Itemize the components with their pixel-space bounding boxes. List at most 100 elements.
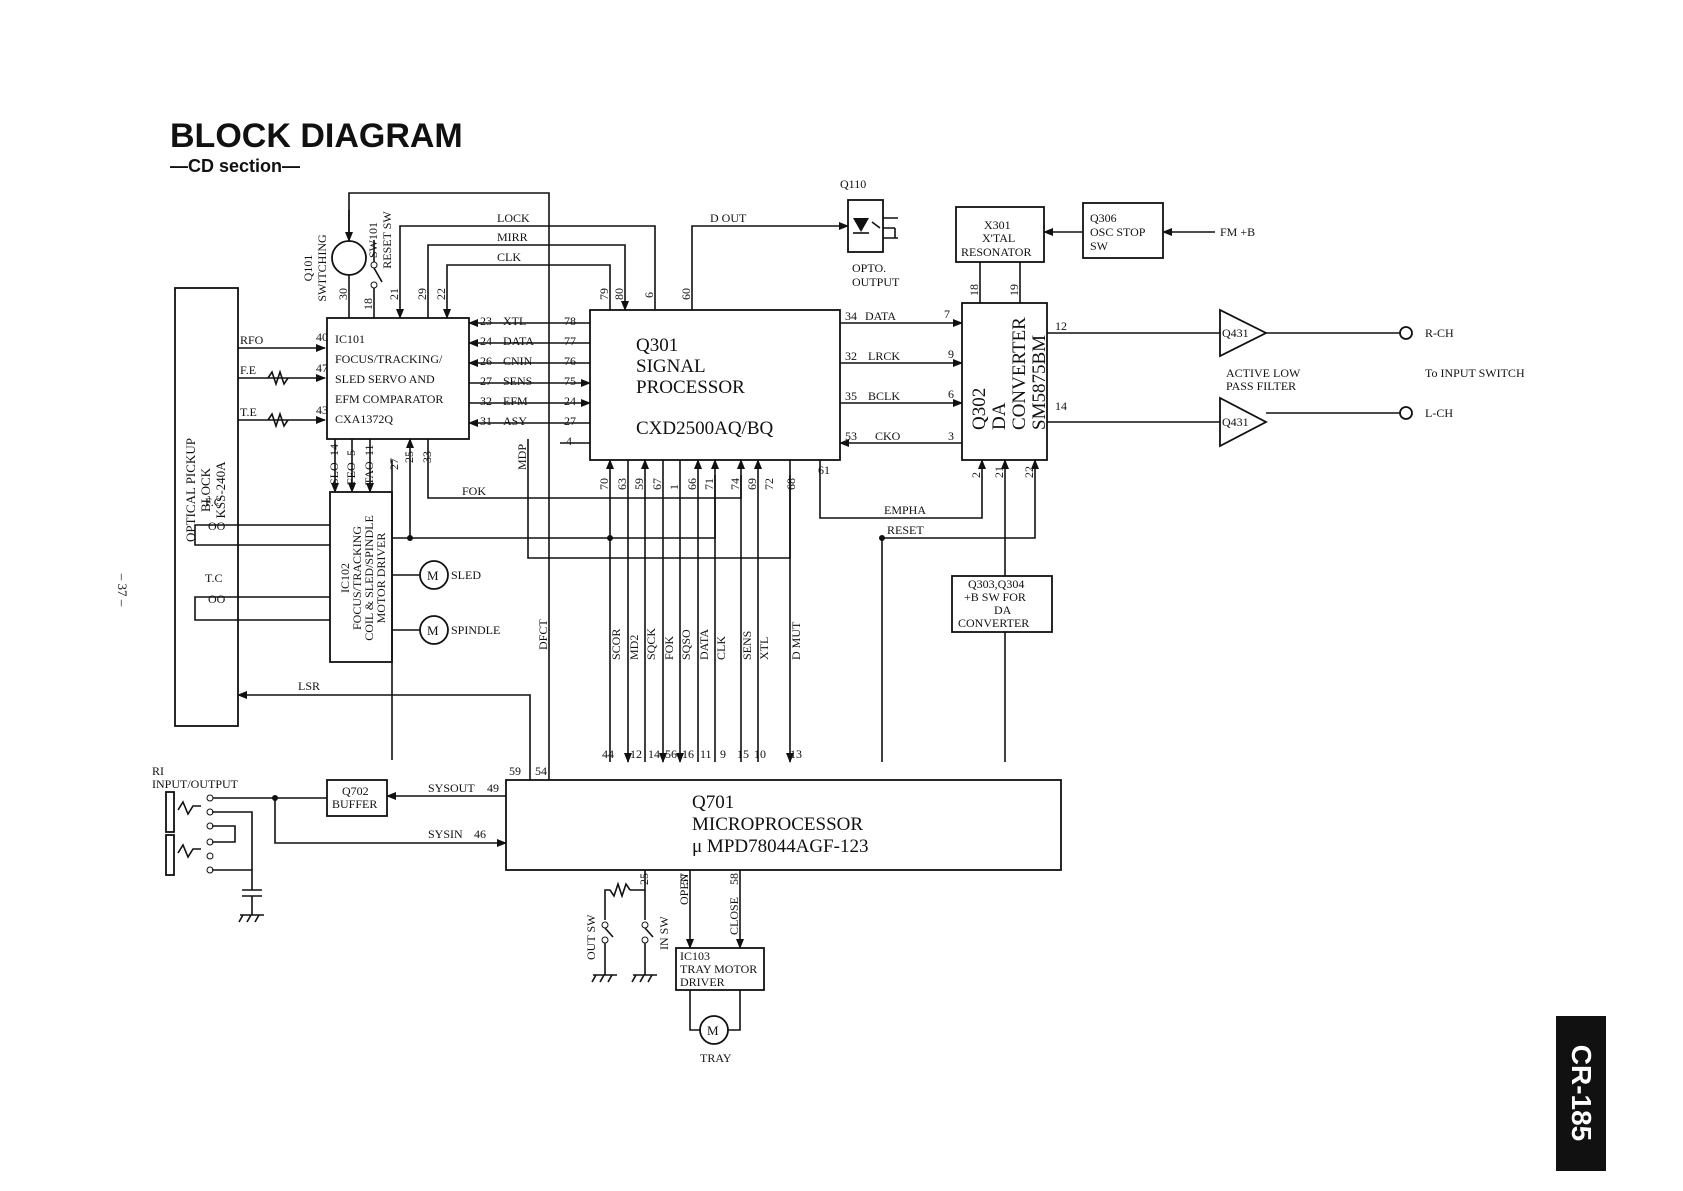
svg-text:2: 2 [969,472,983,478]
svg-text:12: 12 [630,747,642,761]
svg-text:SLED SERVO AND: SLED SERVO AND [335,372,435,386]
svg-text:Q303,Q304: Q303,Q304 [968,577,1024,591]
svg-text:21: 21 [387,288,401,300]
svg-text:14: 14 [648,747,660,761]
svg-text:LRCK: LRCK [868,349,900,363]
svg-text:EFM COMPARATOR: EFM COMPARATOR [335,392,443,406]
svg-text:DRIVER: DRIVER [680,975,725,989]
svg-text:CONVERTER: CONVERTER [1009,317,1030,430]
svg-text:SQCK: SQCK [644,628,658,660]
svg-text:IC101: IC101 [335,332,365,346]
svg-text:M: M [427,623,439,638]
svg-text:IC102: IC102 [338,563,352,593]
q110-opto-output: Q110 OPTO. OUTPUT [840,177,900,289]
svg-text:EMPHA: EMPHA [884,503,926,517]
svg-text:MIRR: MIRR [497,230,528,244]
svg-text:CXD2500AQ/BQ: CXD2500AQ/BQ [636,418,774,439]
svg-text:DA: DA [989,402,1010,430]
svg-text:CLOSE: CLOSE [727,897,741,935]
svg-text:CLK: CLK [497,250,521,264]
svg-text:MD2: MD2 [627,635,641,660]
svg-text:61: 61 [818,463,830,477]
svg-text:RI: RI [152,764,164,778]
svg-text:19: 19 [1007,284,1021,296]
svg-text:OPEN: OPEN [677,873,691,905]
svg-text:78: 78 [564,314,576,328]
svg-text:22: 22 [434,288,448,300]
svg-text:IN SW: IN SW [657,916,671,950]
svg-text:60: 60 [679,288,693,300]
svg-text:11: 11 [362,444,376,456]
ic103-block: IC103 TRAY MOTOR DRIVER [675,947,765,991]
svg-text:14: 14 [327,444,341,456]
svg-text:11: 11 [700,747,712,761]
svg-text:27: 27 [387,458,401,470]
svg-text:16: 16 [682,747,694,761]
svg-text:13: 13 [790,747,802,761]
svg-text:X301: X301 [984,218,1011,232]
svg-text:CNIN: CNIN [503,354,533,368]
svg-text:1: 1 [667,484,681,490]
svg-text:18: 18 [967,284,981,296]
svg-text:BCLK: BCLK [868,389,900,403]
svg-text:75: 75 [564,374,576,388]
svg-text:56: 56 [665,747,677,761]
svg-text:MICROPROCESSOR: MICROPROCESSOR [692,814,863,835]
svg-text:9: 9 [948,347,954,361]
svg-text:29: 29 [415,288,429,300]
svg-text:SYSOUT: SYSOUT [428,781,475,795]
svg-text:ACTIVE LOW: ACTIVE LOW [1226,366,1301,380]
svg-text:R-CH: R-CH [1425,326,1454,340]
svg-text:24: 24 [564,394,576,408]
svg-text:43: 43 [316,403,328,417]
svg-text:FOK: FOK [662,636,676,660]
svg-text:TAO: TAO [362,461,376,485]
svg-text:9: 9 [720,747,726,761]
svg-text:F.E: F.E [240,363,256,377]
svg-text:Q701: Q701 [692,792,734,813]
svg-text:TRAY MOTOR: TRAY MOTOR [680,962,757,976]
svg-text:59: 59 [632,478,646,490]
svg-text:6: 6 [948,387,954,401]
svg-text:47: 47 [316,361,328,375]
svg-text:80: 80 [612,288,626,300]
svg-text:OPTICAL PICKUP: OPTICAL PICKUP [183,438,198,542]
svg-text:MDP: MDP [515,444,529,470]
svg-text:40: 40 [316,330,328,344]
svg-text:F.C: F.C [205,495,222,509]
svg-text:Q110: Q110 [840,177,866,191]
svg-text:PROCESSOR: PROCESSOR [636,377,745,398]
svg-text:DFCT: DFCT [536,619,550,650]
svg-text:T.C: T.C [205,571,222,585]
svg-text:SYSIN: SYSIN [428,827,463,841]
svg-text:T.E: T.E [240,405,257,419]
svg-text:CXA1372Q: CXA1372Q [335,412,393,426]
svg-text:CKO: CKO [875,429,901,443]
svg-text:46: 46 [474,827,486,841]
q301-block: Q301 SIGNAL PROCESSOR CXD2500AQ/BQ [589,309,841,461]
svg-text:54: 54 [535,764,547,778]
svg-text:35: 35 [845,389,857,403]
svg-text:+B SW FOR: +B SW FOR [964,590,1026,604]
svg-text:10: 10 [754,747,766,761]
svg-text:SENS: SENS [503,374,532,388]
q306-block: Q306 OSC STOP SW [1082,202,1164,259]
svg-text:OUT SW: OUT SW [584,914,598,960]
svg-text:M: M [707,1023,719,1038]
svg-text:To INPUT SWITCH: To INPUT SWITCH [1425,366,1525,380]
svg-text:FOCUS/TRACKING/: FOCUS/TRACKING/ [335,352,443,366]
page-number: – 37 – [115,573,130,607]
svg-text:SPINDLE: SPINDLE [451,623,500,637]
svg-text:FOK: FOK [462,484,486,498]
svg-text:TRAY: TRAY [700,1051,732,1065]
svg-text:OO: OO [208,592,226,606]
svg-text:4: 4 [566,434,572,448]
svg-text:DATA: DATA [697,629,711,660]
svg-text:69: 69 [745,478,759,490]
x301-block: X301 X'TAL RESONATOR [955,206,1045,263]
svg-text:DATA: DATA [865,309,896,323]
svg-text:32: 32 [480,394,492,408]
svg-text:X'TAL: X'TAL [982,231,1015,245]
svg-text:25: 25 [637,873,651,885]
